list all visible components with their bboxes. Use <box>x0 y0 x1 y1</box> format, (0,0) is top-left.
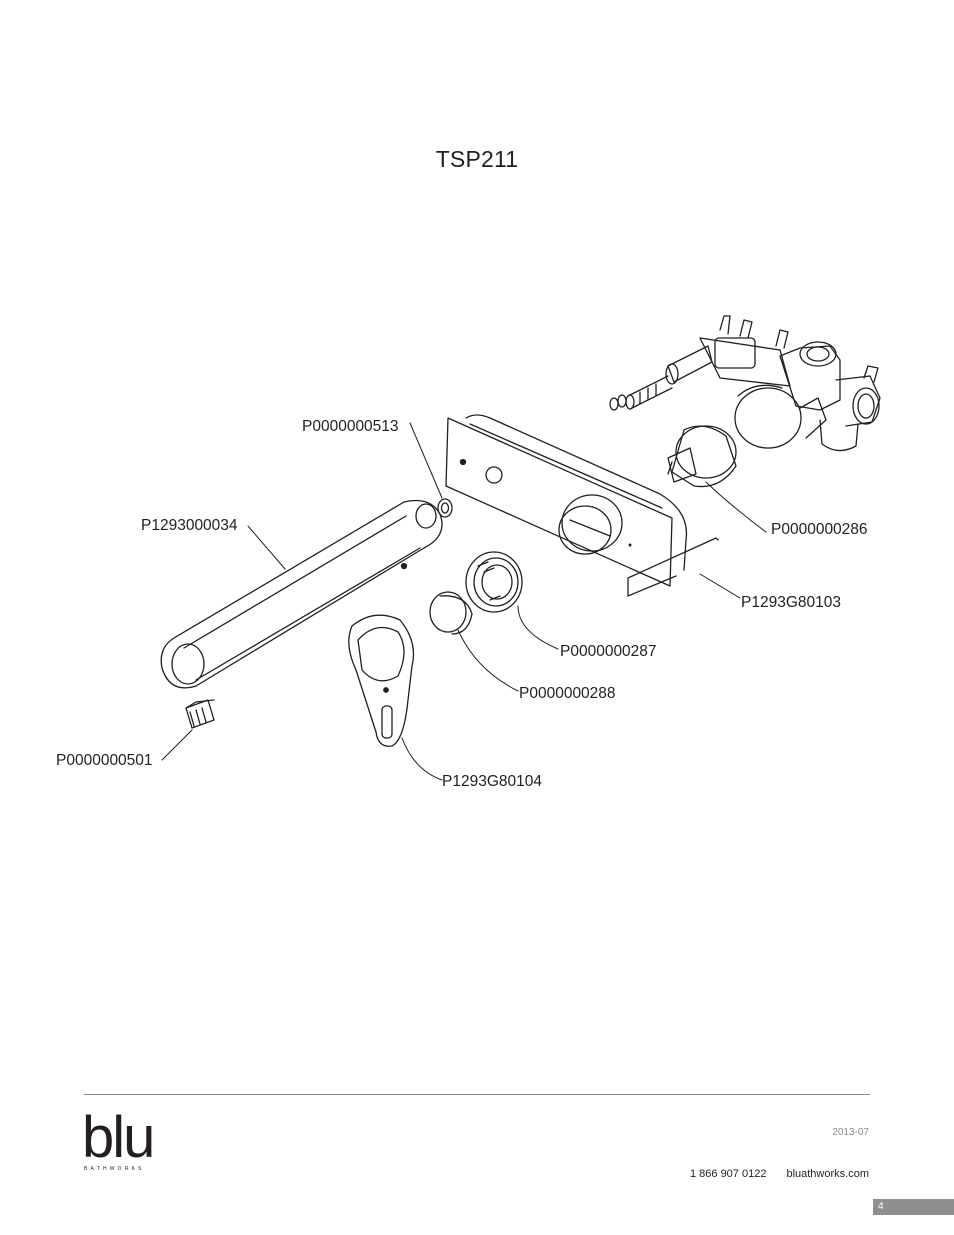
contact-info: 1 866 907 0122 bluathworks.com <box>690 1168 869 1180</box>
brand-logo-wordmark: blu <box>82 1105 155 1170</box>
part-label-p1293g80103: P1293G80103 <box>741 594 841 611</box>
part-label-p0000000287: P0000000287 <box>560 643 657 660</box>
flange-drawing <box>465 551 523 613</box>
brand-logo: blu BATHWORKS <box>82 1105 155 1173</box>
bonnet-drawing <box>429 591 473 635</box>
phone-number: 1 866 907 0122 <box>689 1168 767 1180</box>
part-label-p0000000501: P0000000501 <box>56 752 153 769</box>
trim-plate-drawing <box>445 414 719 597</box>
page-number-tab: 4 <box>873 1199 954 1215</box>
valve-body-drawing <box>609 315 881 452</box>
leader-lines <box>161 422 767 781</box>
footer-divider <box>84 1094 870 1095</box>
handle-drawing <box>348 614 415 747</box>
part-label-p1293g80104: P1293G80104 <box>442 773 542 790</box>
part-label-p0000000286: P0000000286 <box>771 521 868 538</box>
cartridge-drawing <box>667 425 737 488</box>
o-ring-drawing <box>437 498 453 518</box>
aerator-drawing <box>185 699 215 729</box>
revision-date: 2013-07 <box>832 1127 869 1138</box>
part-label-p0000000288: P0000000288 <box>519 685 616 702</box>
website-link[interactable]: bluathworks.com <box>786 1168 869 1180</box>
page-title: TSP211 <box>435 146 519 172</box>
part-label-p1293000034: P1293000034 <box>141 517 238 534</box>
spout-drawing <box>160 499 443 689</box>
brand-logo-subtitle: BATHWORKS <box>84 1166 145 1172</box>
part-label-p0000000513: P0000000513 <box>302 418 399 435</box>
